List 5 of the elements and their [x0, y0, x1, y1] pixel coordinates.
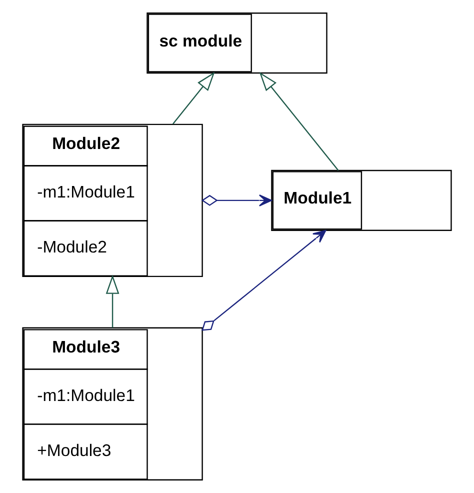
arrow — [172, 72, 215, 124]
arrow — [106, 274, 120, 328]
arrow — [259, 72, 339, 171]
arrow — [201, 194, 272, 206]
arrow — [202, 230, 326, 331]
